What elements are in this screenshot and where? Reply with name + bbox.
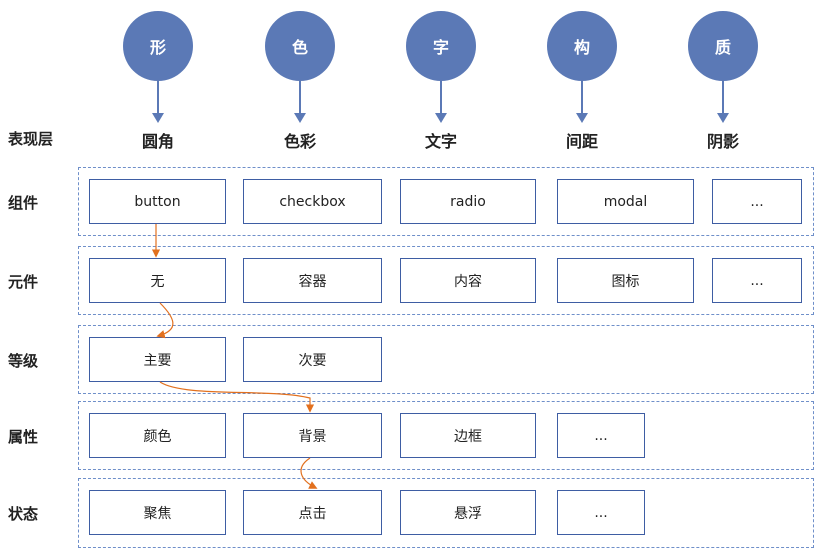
box-element-more: ... <box>712 258 802 303</box>
circle-color: 色 <box>265 11 335 81</box>
arrow-stem-3 <box>440 81 442 113</box>
box-state-click: 点击 <box>243 490 382 535</box>
box-level-secondary: 次要 <box>243 337 382 382</box>
layer-label-radius: 圆角 <box>141 132 174 151</box>
down-arrow-icon <box>152 113 164 123</box>
box-state-more: ... <box>557 490 645 535</box>
band-state <box>78 478 814 548</box>
box-state-focus: 聚焦 <box>89 490 226 535</box>
box-element-content: 内容 <box>400 258 536 303</box>
box-component-modal: modal <box>557 179 694 224</box>
down-arrow-icon <box>717 113 729 123</box>
down-arrow-icon <box>576 113 588 123</box>
band-attribute <box>78 401 814 470</box>
down-arrow-icon <box>294 113 306 123</box>
band-component <box>78 167 814 236</box>
layer-label-color: 色彩 <box>283 132 316 151</box>
arrow-stem-5 <box>722 81 724 113</box>
box-attribute-border: 边框 <box>400 413 536 458</box>
box-component-button: button <box>89 179 226 224</box>
band-level <box>78 325 814 394</box>
box-component-radio: radio <box>400 179 536 224</box>
circle-shape: 形 <box>123 11 193 81</box>
arrow-stem-1 <box>157 81 159 113</box>
box-element-none: 无 <box>89 258 226 303</box>
layer-label-spacing: 间距 <box>565 132 598 151</box>
box-attribute-more: ... <box>557 413 645 458</box>
box-attribute-color: 颜色 <box>89 413 226 458</box>
box-element-container: 容器 <box>243 258 382 303</box>
box-state-hover: 悬浮 <box>400 490 536 535</box>
band-element <box>78 246 814 315</box>
circle-texture: 质 <box>688 11 758 81</box>
row-label-attribute: 属性 <box>8 428 39 446</box>
layer-label-shadow: 阴影 <box>706 132 739 151</box>
down-arrow-icon <box>435 113 447 123</box>
box-component-checkbox: checkbox <box>243 179 382 224</box>
circle-structure: 构 <box>547 11 617 81</box>
box-component-more: ... <box>712 179 802 224</box>
layer-label-text: 文字 <box>424 132 457 151</box>
box-level-primary: 主要 <box>89 337 226 382</box>
row-label-component: 组件 <box>8 194 39 212</box>
arrow-stem-4 <box>581 81 583 113</box>
row-label-element: 元件 <box>8 273 39 291</box>
box-element-icon: 图标 <box>557 258 694 303</box>
arrow-stem-2 <box>299 81 301 113</box>
box-attribute-background: 背景 <box>243 413 382 458</box>
row-label-level: 等级 <box>8 352 39 370</box>
row-label-presentation: 表现层 <box>8 130 54 148</box>
row-label-state: 状态 <box>8 505 39 523</box>
circle-text: 字 <box>406 11 476 81</box>
